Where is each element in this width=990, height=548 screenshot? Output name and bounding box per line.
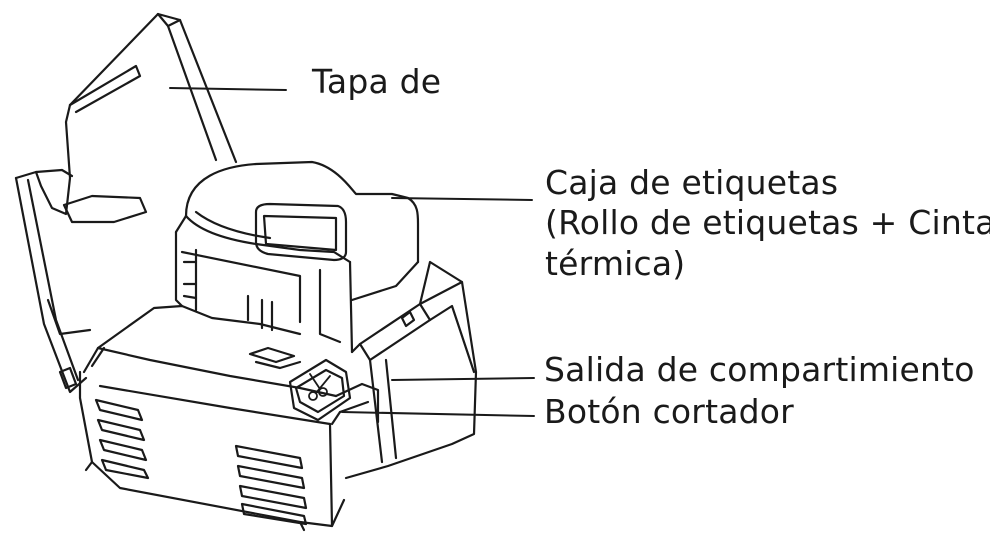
- label-box-label-line-2: (Rollo de etiquetas + Cinta: [545, 203, 990, 242]
- cutter-button-label: Botón cortador: [544, 392, 794, 431]
- compartment-exit-leader-line: [391, 377, 535, 381]
- scissors-icon: [308, 373, 331, 401]
- lid-leader-line: [169, 87, 287, 91]
- label-box-leader-line: [391, 197, 533, 201]
- label-box-label-line-1: Caja de etiquetas: [545, 163, 839, 202]
- lid-drawing: [14, 12, 238, 394]
- lid-label: Tapa de: [312, 62, 442, 101]
- compartment-exit-label: Salida de compartimiento: [544, 350, 975, 389]
- label-box-label-line-3: térmica): [545, 244, 686, 283]
- cutter-button-leader-line: [341, 411, 535, 417]
- label-box-drawing: [174, 160, 420, 354]
- callout-lines: [169, 87, 535, 417]
- printer-body-drawing: [78, 260, 478, 532]
